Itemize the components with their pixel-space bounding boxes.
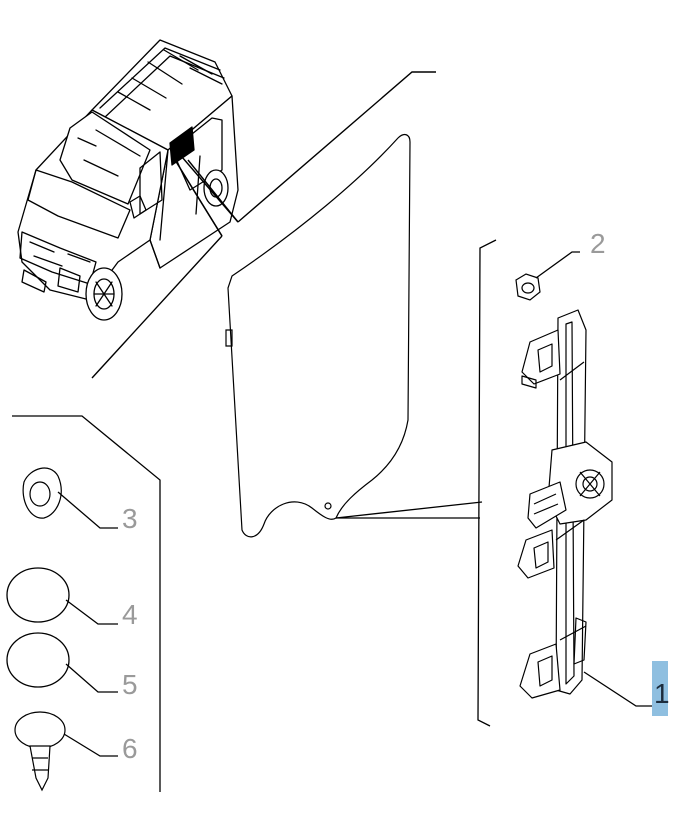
van-illustration <box>17 39 239 321</box>
nut <box>515 273 541 301</box>
callout-5[interactable]: 5 <box>122 669 138 700</box>
callout-3[interactable]: 3 <box>122 503 138 534</box>
window-regulator <box>517 309 613 699</box>
o-ring-large <box>6 567 70 623</box>
callout-1-highlight <box>652 661 668 716</box>
push-clip <box>14 711 66 792</box>
parts-group-bracket <box>12 415 161 792</box>
callout-1[interactable]: 1 <box>654 678 670 709</box>
glass-leader-lines <box>335 239 497 727</box>
door-glass <box>225 133 411 538</box>
callout-2[interactable]: 2 <box>590 228 606 259</box>
callout-4[interactable]: 4 <box>122 599 138 630</box>
o-ring-small <box>6 632 70 688</box>
callout-leaders <box>57 251 652 757</box>
van-leader-lines <box>91 71 436 379</box>
callout-6[interactable]: 6 <box>122 733 138 764</box>
grommet <box>22 467 62 519</box>
